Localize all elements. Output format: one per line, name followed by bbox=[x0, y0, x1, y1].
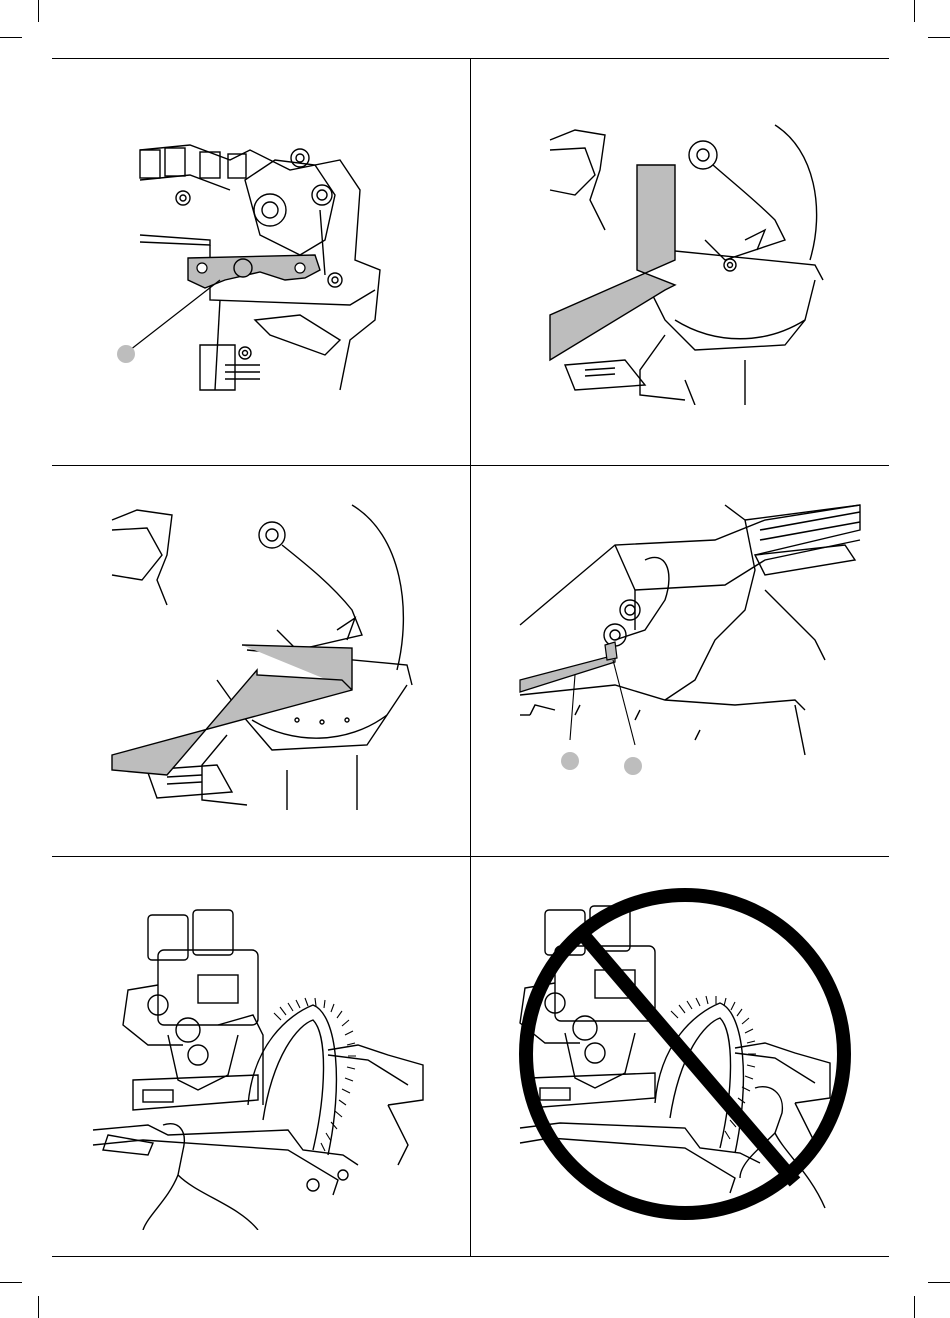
fence-alignment-illustration bbox=[515, 500, 865, 770]
figure-fence-alignment-detail bbox=[515, 500, 865, 770]
grid-rule-center bbox=[470, 58, 471, 1256]
crop-mark-top-right-h bbox=[928, 37, 950, 38]
crop-mark-top-left bbox=[38, 0, 39, 22]
crop-mark-bottom-right bbox=[914, 1296, 915, 1318]
figure-square-fence-check bbox=[545, 120, 830, 405]
saw-correct-use-illustration bbox=[88, 905, 428, 1230]
crop-mark-bottom-right-h bbox=[928, 1282, 950, 1283]
figure-incorrect-hand-position bbox=[510, 878, 860, 1230]
figure-correct-hand-position bbox=[88, 905, 428, 1230]
crop-mark-top-right bbox=[914, 0, 915, 22]
grid-rule-bottom bbox=[52, 1256, 889, 1257]
saw-incorrect-use-illustration bbox=[510, 878, 860, 1230]
crop-mark-bottom-left-h bbox=[0, 1282, 22, 1283]
square-fence-illustration bbox=[545, 120, 830, 405]
figure-square-table-check bbox=[107, 500, 417, 810]
callout-marker bbox=[624, 757, 642, 775]
square-table-illustration bbox=[107, 500, 417, 810]
callout-marker bbox=[117, 345, 135, 363]
crop-mark-top-left-h bbox=[0, 37, 22, 38]
callout-marker bbox=[561, 752, 579, 770]
crop-mark-bottom-left bbox=[38, 1296, 39, 1318]
figure-bevel-detent-detail bbox=[110, 140, 390, 395]
bevel-detent-illustration bbox=[110, 140, 390, 395]
